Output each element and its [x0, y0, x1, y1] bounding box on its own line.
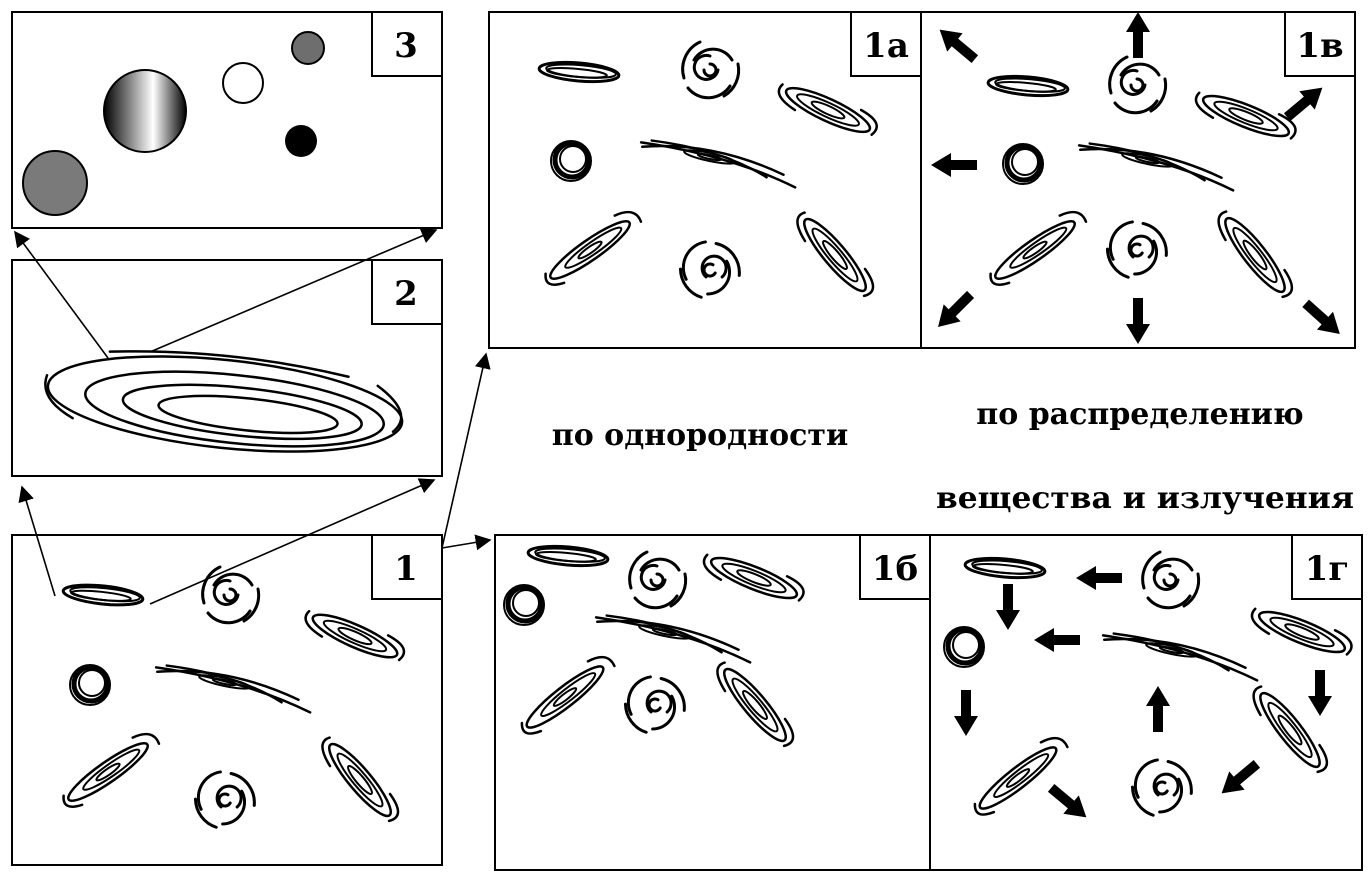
connector-arrows	[14, 228, 492, 605]
connector-arrow-icon	[441, 352, 491, 549]
panel-1g: 1г	[929, 534, 1363, 871]
caption-distribution-line-2: вещества и излучения	[936, 481, 1354, 516]
panel-2: 2	[11, 259, 443, 477]
large-galaxy-icon	[44, 350, 404, 453]
panel-1v-label-box	[1284, 11, 1356, 77]
caption-distribution-line-1: по распределению	[976, 397, 1303, 432]
sphere-icon	[22, 150, 88, 216]
panel-1b: 1б	[494, 534, 931, 871]
connector-arrow-icon	[149, 228, 438, 353]
connector-arrow-icon	[18, 485, 56, 597]
sphere-icon	[103, 69, 187, 153]
panel-1g-label: 1г	[1305, 549, 1350, 589]
caption-homogeneity: по однородности	[552, 418, 848, 453]
panel-1-label-box	[371, 534, 443, 600]
panel-3-label-box	[371, 11, 443, 77]
panel-1v: 1в	[920, 11, 1356, 349]
panel-1a: 1а	[488, 11, 922, 349]
sphere-icon	[222, 62, 264, 104]
panel-3-label: 3	[394, 26, 418, 66]
panel-2-label: 2	[394, 274, 418, 314]
panel-1a-label: 1а	[863, 26, 909, 66]
panel-1g-label-box	[1291, 534, 1363, 600]
panel-1b-label: 1б	[872, 549, 918, 589]
panel-2-label-box	[371, 259, 443, 325]
panel-1b-label-box	[859, 534, 931, 600]
sphere-icon	[285, 125, 317, 157]
panel-3: 3	[11, 11, 443, 229]
panel-1-label: 1	[394, 549, 418, 589]
panel-1a-label-box	[850, 11, 922, 77]
connector-arrow-icon	[441, 534, 492, 551]
sphere-icon	[291, 31, 325, 65]
panel-1: 1	[11, 534, 443, 866]
panel-1v-label: 1в	[1296, 26, 1343, 66]
connector-arrow-icon	[14, 230, 109, 359]
connector-arrow-icon	[149, 478, 436, 605]
